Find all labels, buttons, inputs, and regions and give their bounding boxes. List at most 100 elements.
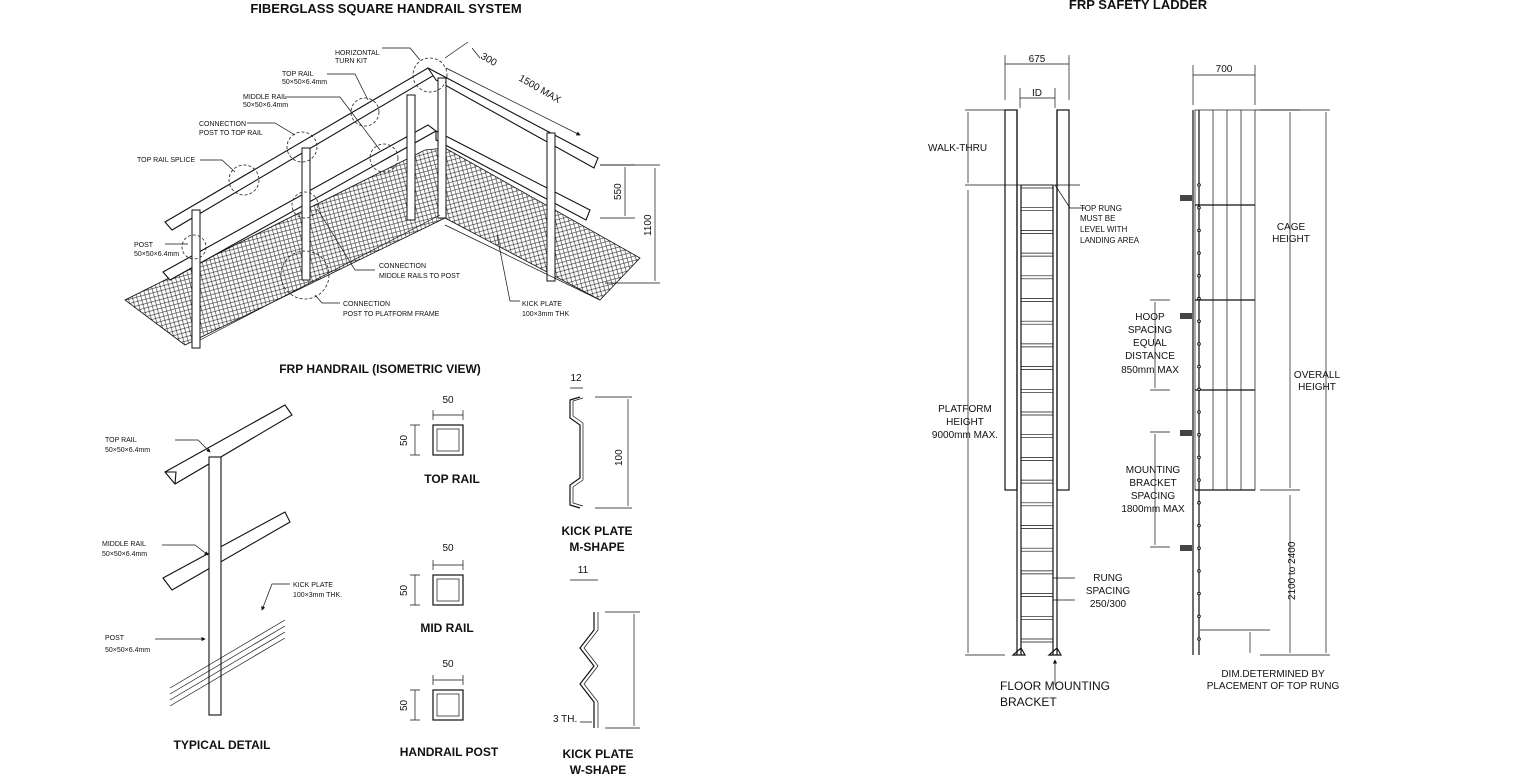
label-middle-rail: MIDDLE RAIL: [243, 94, 287, 101]
label-floor-mounting-2: BRACKET: [1000, 695, 1057, 709]
side-rung-end: [1197, 364, 1201, 369]
dim-11: 11: [578, 565, 589, 576]
side-rung-end: [1197, 637, 1201, 641]
label-mounting-bracket: MOUNTING: [1126, 465, 1181, 476]
typical-middle-rail: MIDDLE RAIL: [102, 541, 146, 548]
label-hoop-spacing-4: DISTANCE: [1125, 351, 1175, 362]
label-hoop-spacing-5: 850mm MAX: [1121, 365, 1179, 376]
typical-top-rail: TOP RAIL: [105, 437, 137, 444]
kick-m-label-2: M-SHAPE: [569, 540, 624, 554]
dim-height: 50: [399, 434, 410, 446]
label-rung-spacing-3: 250/300: [1090, 599, 1127, 610]
side-rung-end: [1197, 478, 1201, 482]
label-mounting-bracket-3: SPACING: [1131, 491, 1175, 502]
label-connection-post-top-rail-2: POST TO TOP RAIL: [199, 130, 263, 137]
ladder-rung: [1021, 252, 1053, 257]
label-top-rung-4: LANDING AREA: [1080, 236, 1140, 245]
dim-2100-2400: 2100 to 2400: [1287, 541, 1298, 600]
typical-post: POST: [105, 635, 125, 642]
section-mid-rail: 50 50 MID RAIL: [399, 543, 474, 635]
label-horizontal-turn-kit: HORIZONTAL: [335, 50, 380, 57]
ladder-rung: [1021, 320, 1053, 325]
typical-post-size: 50×50×6.4mm: [105, 647, 150, 654]
label-connection-middle-rails-2: MIDDLE RAILS TO POST: [379, 273, 461, 280]
label-hoop-spacing-2: SPACING: [1128, 325, 1172, 336]
section-label: TOP RAIL: [424, 472, 480, 486]
dim-100: 100: [614, 449, 625, 466]
label-dim-determined: DIM.DETERMINED BY: [1221, 669, 1325, 680]
handrail-title: FIBERGLASS SQUARE HANDRAIL SYSTEM: [250, 1, 521, 16]
ladder-rung: [1021, 570, 1053, 575]
typical-kick-plate: KICK PLATE: [293, 582, 333, 589]
label-dim-determined-2: PLACEMENT OF TOP RUNG: [1207, 681, 1340, 692]
ladder-rung: [1021, 207, 1053, 212]
dim-1500-max: 1500 MAX: [517, 73, 563, 106]
label-hoop-spacing-3: EQUAL: [1133, 338, 1167, 349]
typical-kick-plate-size: 100×3mm THK.: [293, 592, 342, 599]
label-cage-height-2: HEIGHT: [1272, 234, 1310, 245]
side-rung-end: [1197, 228, 1201, 233]
typical-detail: TOP RAIL 50×50×6.4mm MIDDLE RAIL 50×50×6…: [102, 404, 342, 716]
ladder-rung: [1021, 638, 1053, 643]
side-rung-end: [1197, 387, 1201, 392]
post: [406, 94, 416, 221]
side-rung-end: [1197, 410, 1201, 414]
side-rung-end: [1197, 296, 1201, 301]
label-kick-plate-size: 100×3mm THK: [522, 311, 569, 318]
side-rung-end: [1197, 614, 1201, 619]
ladder-rung: [1021, 434, 1053, 439]
kick-w-label-2: W-SHAPE: [570, 763, 626, 776]
label-overall-height: OVERALL: [1294, 370, 1341, 381]
label-horizontal-turn-kit-2: TURN KIT: [335, 58, 368, 65]
ladder-rung: [1021, 457, 1053, 461]
ladder-rung: [1021, 298, 1053, 302]
ladder-rung: [1021, 230, 1053, 234]
dim-height: 50: [399, 699, 410, 711]
ladder-rung: [1021, 502, 1053, 507]
section-handrail-post: 50 50 HANDRAIL POST: [399, 659, 499, 759]
dim-3-thick: 3 TH.: [553, 714, 577, 725]
side-rung-end: [1197, 183, 1201, 187]
dim-width: 50: [442, 543, 454, 554]
label-platform-height-3: 9000mm MAX.: [932, 430, 998, 441]
side-rung-end: [1197, 432, 1201, 437]
label-top-rail-splice: TOP RAIL SPLICE: [137, 157, 196, 164]
post: [301, 147, 311, 281]
dim-675: 675: [1029, 54, 1046, 65]
label-cage-height: CAGE: [1277, 222, 1306, 233]
typical-top-rail-size: 50×50×6.4mm: [105, 447, 150, 454]
label-top-rail-size: 50×50×6.4mm: [282, 79, 327, 86]
dim-width: 50: [442, 395, 454, 406]
label-overall-height-2: HEIGHT: [1298, 382, 1336, 393]
side-rung-end: [1197, 251, 1201, 255]
side-rung-end: [1197, 319, 1201, 324]
label-top-rung-2: MUST BE: [1080, 214, 1115, 223]
platform-mesh: [124, 147, 641, 346]
ladder-rung: [1021, 275, 1053, 280]
dim-id: ID: [1032, 88, 1042, 99]
label-middle-rail-size: 50×50×6.4mm: [243, 102, 288, 109]
side-rung-end: [1197, 523, 1201, 528]
post: [437, 77, 447, 219]
ladder-rung: [1021, 479, 1053, 484]
side-rung-end: [1197, 546, 1201, 551]
dim-width: 50: [442, 659, 454, 670]
ladder-front-view: 675 ID: [965, 54, 1085, 685]
typical-middle-rail-size: 50×50×6.4mm: [102, 551, 147, 558]
side-rung-end: [1197, 569, 1201, 573]
section-label: HANDRAIL POST: [400, 745, 499, 759]
ladder-rung: [1021, 593, 1053, 597]
ladder-side-view: 700 2100 to 2400: [1150, 64, 1330, 656]
dim-550: 550: [613, 183, 624, 200]
side-rung-end: [1197, 205, 1201, 210]
label-connection-post-top-rail: CONNECTION: [199, 121, 246, 128]
ladder-rung: [1021, 411, 1053, 416]
label-top-rail: TOP RAIL: [282, 71, 314, 78]
ladder-rung: [1021, 366, 1053, 370]
label-floor-mounting: FLOOR MOUNTING: [1000, 679, 1110, 693]
ladder-labels: WALK-THRU TOP RUNG MUST BE LEVEL WITH LA…: [928, 143, 1341, 709]
isometric-caption: FRP HANDRAIL (ISOMETRIC VIEW): [279, 362, 481, 376]
label-rung-spacing: RUNG: [1093, 573, 1123, 584]
ladder-rung: [1021, 184, 1053, 189]
